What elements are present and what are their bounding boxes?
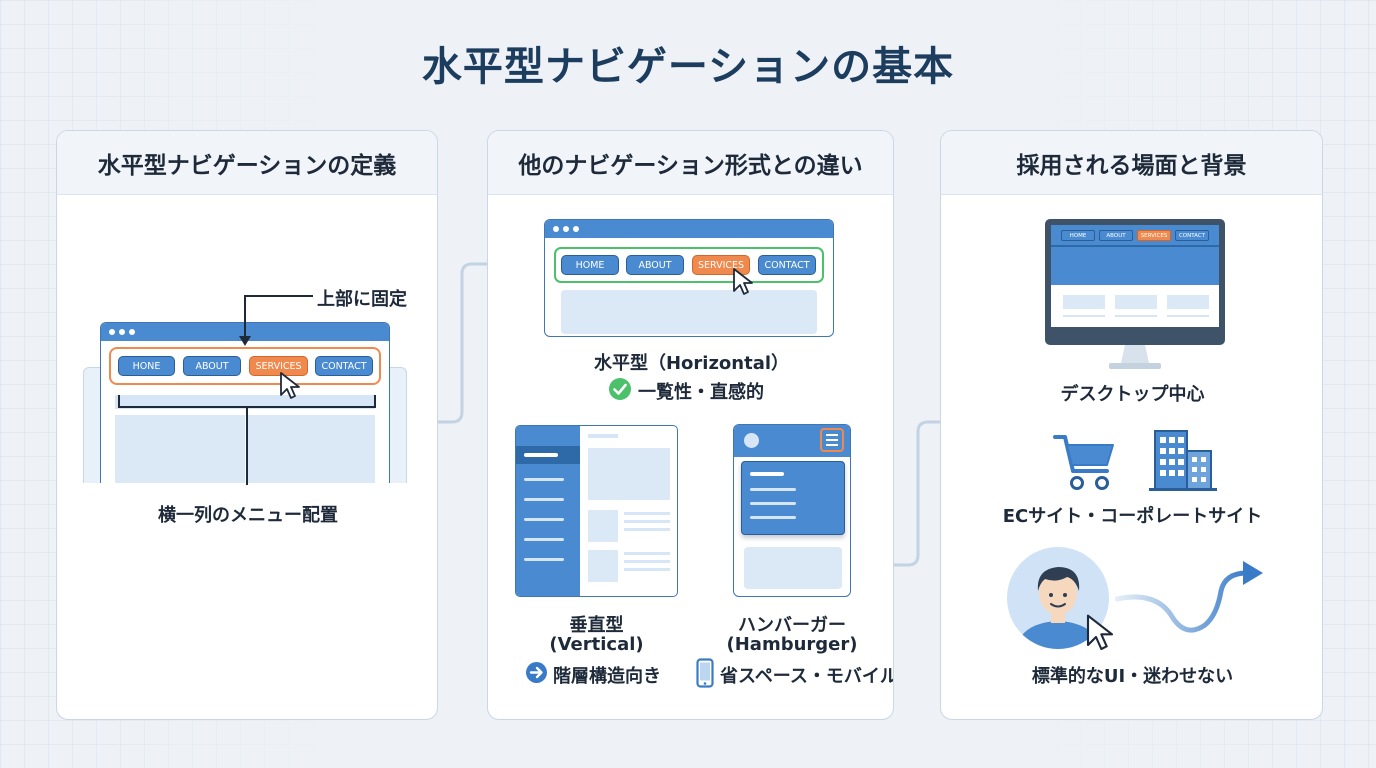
horizontal-browser bbox=[544, 219, 834, 337]
page-title: 水平型ナビゲーションの基本 bbox=[421, 44, 955, 90]
content-block-right bbox=[247, 415, 375, 483]
vertical-label: 垂直型 bbox=[569, 615, 624, 636]
cursor-icon bbox=[1086, 614, 1114, 651]
nav-button-home[interactable]: HONE bbox=[118, 356, 175, 376]
panel-comparison-heading: 他のナビゲーション形式との違い bbox=[488, 131, 893, 195]
comparison-nav-about[interactable]: ABOUT bbox=[626, 255, 684, 275]
content-block-left bbox=[115, 415, 245, 483]
hamburger-content bbox=[744, 547, 842, 589]
hamburger-label: ハンバーガー bbox=[738, 615, 846, 636]
vertical-sidebar bbox=[516, 426, 580, 596]
comparison-nav-contact[interactable]: CONTACT bbox=[758, 255, 816, 275]
window-dots-icon bbox=[109, 329, 135, 335]
panel-adoption-heading: 採用される場面と背景 bbox=[941, 131, 1322, 195]
cursor-icon bbox=[280, 372, 300, 399]
hamburger-note: 省スペース・モバイル bbox=[720, 666, 894, 687]
check-circle-icon bbox=[609, 378, 631, 400]
flow-arrow-icon bbox=[1115, 561, 1263, 633]
content-bar bbox=[115, 395, 375, 409]
standard-label: 標準的なUI・迷わせない bbox=[1031, 666, 1234, 687]
nav-button-services[interactable]: SERVICES bbox=[249, 356, 308, 376]
vertical-browser bbox=[515, 425, 678, 597]
horizontal-titlebar bbox=[545, 220, 833, 238]
hamburger-dropdown bbox=[741, 461, 845, 535]
callout-bottom-label: 横一列のメニュー配置 bbox=[158, 505, 338, 526]
monitor-icon bbox=[1045, 219, 1225, 345]
hamburger-menu-icon[interactable] bbox=[820, 428, 844, 452]
vertical-hero bbox=[588, 448, 670, 500]
user-avatar-icon bbox=[1007, 547, 1109, 649]
nav-button-about[interactable]: ABOUT bbox=[183, 356, 241, 376]
comparison-nav-home[interactable]: HOME bbox=[561, 255, 619, 275]
shopping-cart-icon bbox=[1053, 435, 1114, 490]
horizontal-nav-highlight bbox=[554, 247, 824, 283]
callout-bottom-bracket bbox=[118, 395, 376, 485]
building-icon bbox=[1149, 430, 1217, 491]
desktop-label: デスクトップ中心 bbox=[1060, 384, 1205, 405]
cursor-icon bbox=[733, 268, 753, 295]
avatar-placeholder-icon bbox=[744, 433, 759, 448]
hamburger-label-en: (Hamburger) bbox=[726, 634, 858, 655]
panel-adoption: 採用される場面と背景 HOME ABOUT SERVICES CONTACT デ… bbox=[940, 130, 1323, 720]
monitor-screen bbox=[1051, 225, 1219, 327]
sidebar-line bbox=[524, 453, 558, 457]
nav-button-contact[interactable]: CONTACT bbox=[315, 356, 373, 376]
panel-definition-heading: 水平型ナビゲーションの定義 bbox=[57, 131, 437, 195]
arrow-right-circle-icon bbox=[526, 662, 547, 683]
callout-top-label: 上部に固定 bbox=[317, 289, 407, 310]
monitor-nav-services: SERVICES bbox=[1137, 230, 1171, 241]
horizontal-content bbox=[561, 290, 817, 334]
horizontal-note: 一覧性・直感的 bbox=[638, 382, 764, 403]
panel-comparison: 他のナビゲーション形式との違い HOME ABOUT SERVICES CONT… bbox=[487, 130, 894, 720]
ec-label: ECサイト・コーポレートサイト bbox=[1002, 506, 1263, 527]
monitor-stand-icon bbox=[1109, 345, 1161, 369]
vertical-label-en: (Vertical) bbox=[549, 634, 644, 655]
monitor-nav-contact: CONTACT bbox=[1175, 230, 1209, 241]
monitor-nav-home: HOME bbox=[1061, 230, 1095, 241]
smartphone-icon bbox=[696, 658, 714, 688]
window-dots-icon bbox=[553, 226, 579, 232]
callout-top-arrow bbox=[239, 295, 313, 346]
panel-definition: 水平型ナビゲーションの定義 HONE ABOUT SERVICES CONTAC… bbox=[56, 130, 438, 720]
horizontal-label: 水平型（Horizontal） bbox=[593, 353, 790, 374]
monitor-nav-about: ABOUT bbox=[1099, 230, 1133, 241]
vertical-note: 階層構造向き bbox=[553, 666, 661, 687]
